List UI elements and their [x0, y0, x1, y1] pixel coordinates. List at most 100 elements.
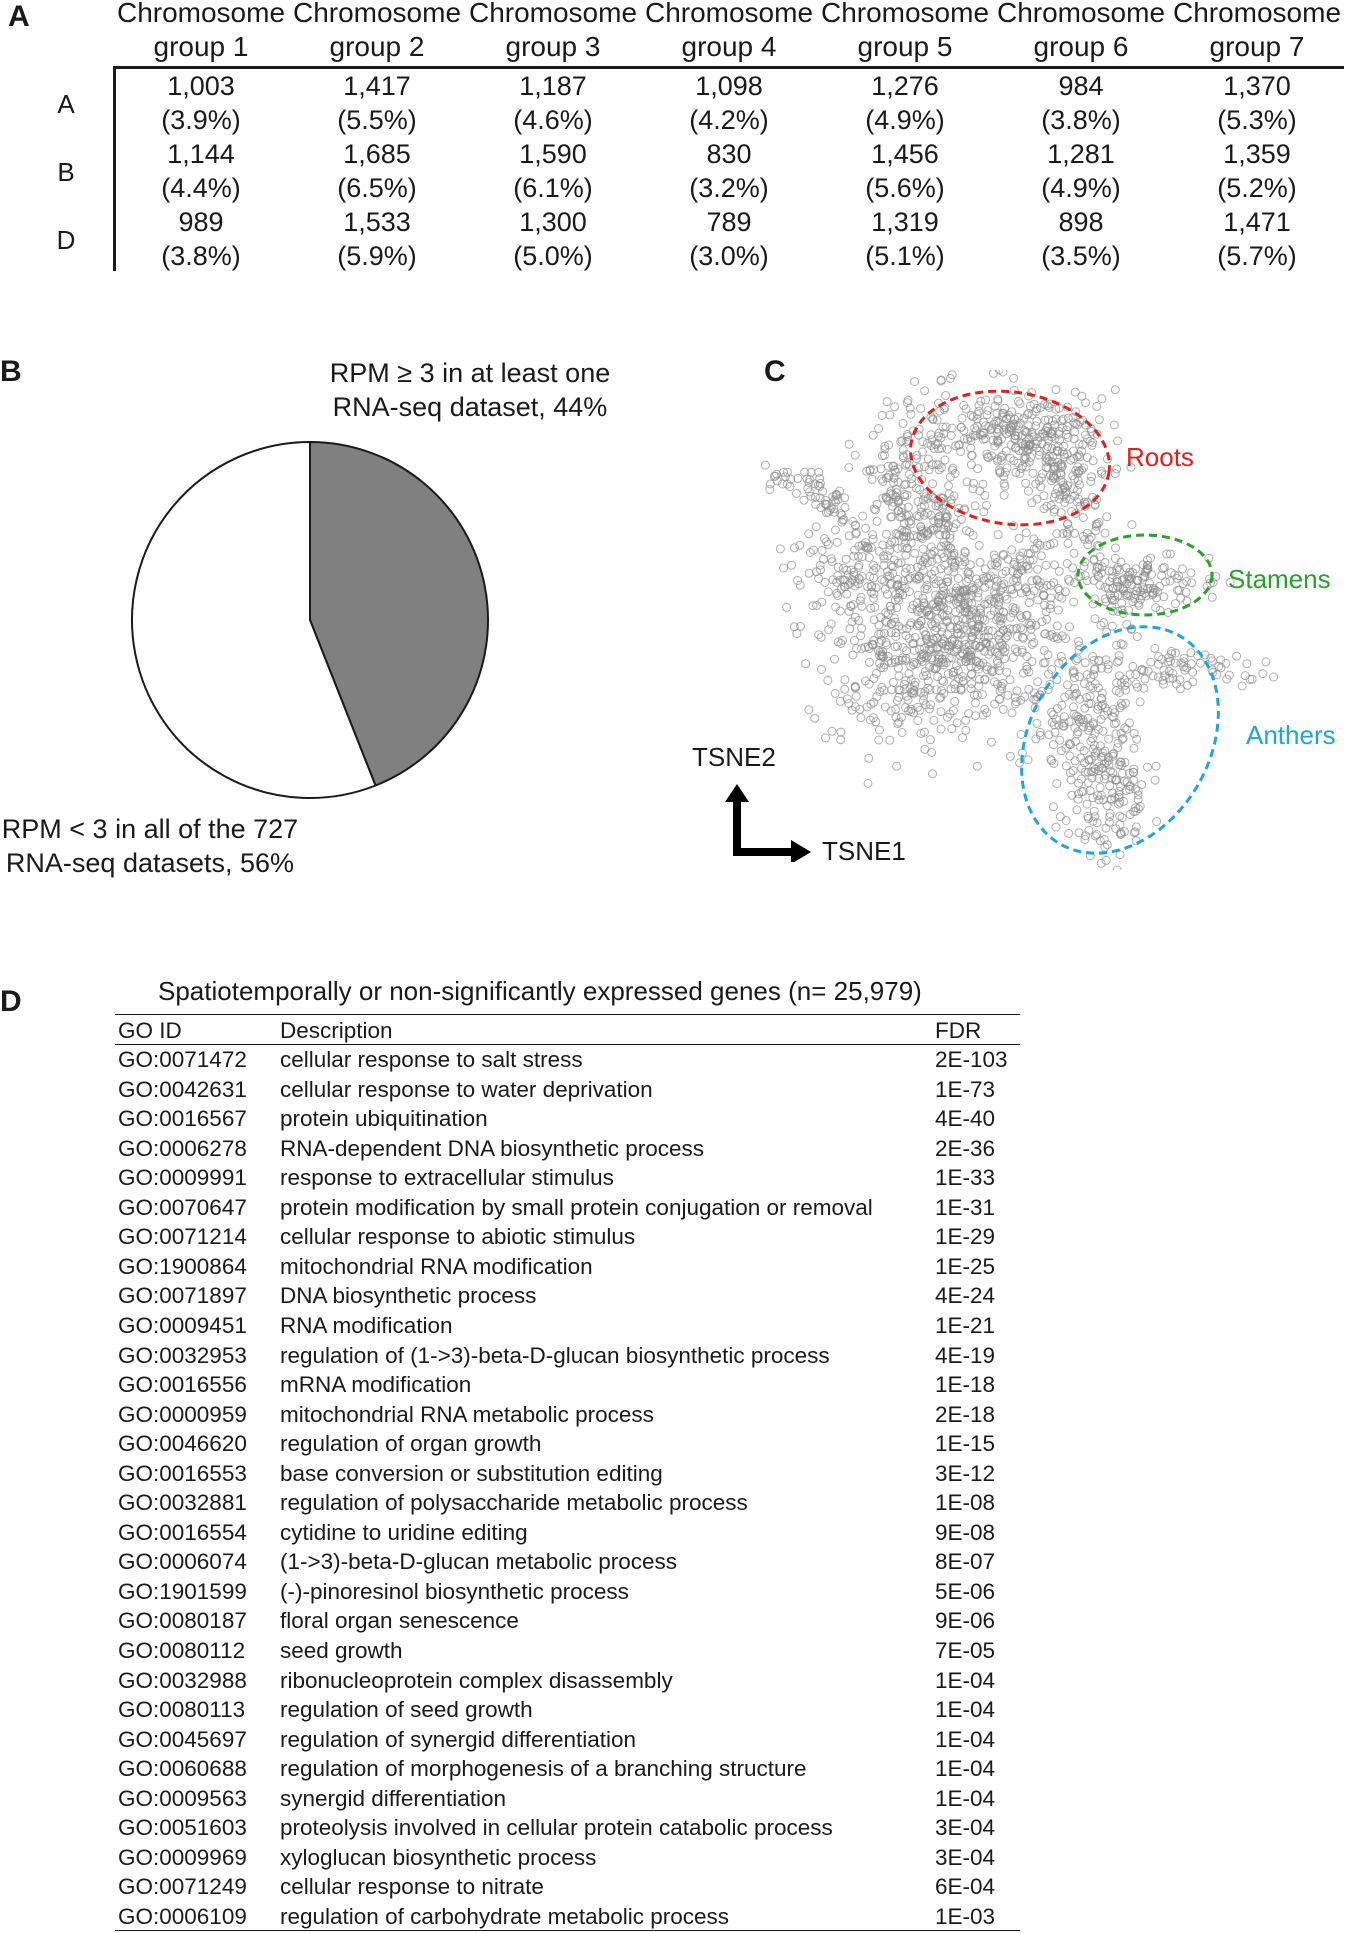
go-description-cell: ribonucleoprotein complex disassembly — [280, 1667, 673, 1693]
go-fdr-cell: 1E-04 — [935, 1726, 996, 1752]
cell-count: 1,003 — [167, 71, 235, 101]
tsne-point — [970, 501, 980, 511]
tsne-point — [1031, 734, 1041, 744]
tsne-point — [876, 663, 886, 673]
tsne-point — [1083, 813, 1093, 823]
go-id-cell: GO:0080112 — [118, 1638, 246, 1663]
tsne-point — [832, 490, 842, 500]
tsne-point — [1084, 755, 1094, 765]
tsne-point — [846, 602, 856, 611]
tsne-point — [950, 696, 960, 706]
tsne-point — [1118, 640, 1128, 650]
tsne-point — [883, 656, 893, 666]
tsne-point — [1065, 494, 1075, 504]
tsne-point — [1027, 657, 1037, 666]
tsne-point — [900, 568, 910, 578]
tsne-point — [957, 648, 967, 658]
tsne-point — [856, 713, 866, 723]
tsne-point — [1047, 629, 1057, 639]
tsne-point — [841, 554, 851, 564]
tsne-point — [899, 480, 909, 490]
tsne1-axis-label: TSNE1 — [822, 836, 906, 866]
tsne-point — [1032, 436, 1042, 446]
tsne-point — [925, 685, 935, 695]
tsne-point — [1087, 440, 1097, 450]
go-id-cell: GO:0016554 — [118, 1519, 247, 1545]
tsne-point — [1056, 508, 1066, 518]
tsne-point — [875, 725, 884, 735]
tsne-point — [1039, 491, 1049, 501]
tsne-point — [889, 473, 899, 483]
tsne-point — [1028, 468, 1038, 478]
tsne-point — [1057, 447, 1067, 457]
tsne-point — [847, 617, 857, 627]
tsne-point — [808, 601, 818, 611]
tsne-point — [872, 499, 882, 509]
tsne-point — [1074, 637, 1083, 646]
go-fdr-cell: 9E-06 — [935, 1608, 996, 1634]
tsne-point — [956, 422, 966, 432]
tsne-point — [943, 577, 953, 587]
tsne-point — [951, 519, 961, 529]
tsne-point — [960, 601, 970, 610]
tsne-point — [850, 683, 860, 693]
tsne-point — [1092, 401, 1102, 411]
tsne-point — [1136, 594, 1145, 604]
tsne-point — [1052, 529, 1062, 539]
tsne-point — [1114, 651, 1124, 661]
go-fdr-cell: 1E-33 — [935, 1165, 996, 1191]
tsne-point — [829, 504, 839, 514]
tsne-point — [1069, 434, 1079, 444]
tsne-point — [1110, 553, 1120, 563]
tsne-point — [1015, 611, 1025, 621]
tsne-point — [997, 684, 1007, 694]
tsne-point — [814, 630, 824, 640]
cell-percent: (3.5%) — [1041, 241, 1121, 271]
tsne-point — [932, 554, 942, 564]
tsne-point — [775, 544, 785, 554]
tsne-point — [840, 675, 850, 685]
tsne-point — [915, 705, 925, 715]
tsne-point — [941, 540, 951, 550]
tsne-point — [1012, 686, 1022, 696]
tsne-point — [1127, 573, 1136, 583]
tsne-point — [1143, 666, 1153, 676]
tsne-point — [1112, 464, 1122, 474]
tsne-point — [929, 443, 939, 453]
column-header-line: group 4 — [681, 31, 777, 62]
tsne-point — [980, 564, 990, 574]
tsne-point — [804, 568, 814, 578]
tsne-point — [929, 525, 939, 535]
tsne-point — [1006, 584, 1016, 594]
tsne-point — [814, 467, 824, 477]
tsne-point — [1146, 657, 1156, 667]
panel-label-d: D — [0, 985, 22, 1018]
tsne-point — [975, 675, 984, 684]
tsne-point — [1044, 456, 1054, 466]
tsne-point — [1158, 679, 1168, 689]
tsne-point — [860, 676, 870, 686]
tsne-point — [1115, 850, 1125, 860]
table-cell: 1,471(5.7%) — [1169, 205, 1345, 273]
tsne-point — [1022, 664, 1032, 674]
tsne-point — [972, 761, 982, 771]
tsne-point — [1049, 740, 1058, 750]
tsne-point — [850, 520, 860, 530]
column-header-line: Chromosome — [996, 0, 1166, 28]
tsne-point — [832, 537, 842, 547]
tsne-point — [1069, 667, 1079, 677]
panel-label-a: A — [8, 0, 30, 33]
tsne-point — [815, 493, 825, 503]
tsne-point — [873, 646, 883, 656]
tsne-point — [1115, 703, 1125, 713]
cell-count: 1,417 — [343, 71, 411, 101]
tsne-point — [1073, 462, 1083, 472]
tsne-point — [1061, 816, 1071, 825]
tsne-point — [926, 525, 936, 535]
go-id-cell: GO:0032953 — [118, 1342, 247, 1368]
tsne-point — [1182, 576, 1191, 586]
tsne-point — [922, 607, 932, 617]
tsne-point — [1129, 768, 1139, 778]
tsne-point — [1035, 727, 1045, 737]
tsne-point — [875, 687, 885, 697]
